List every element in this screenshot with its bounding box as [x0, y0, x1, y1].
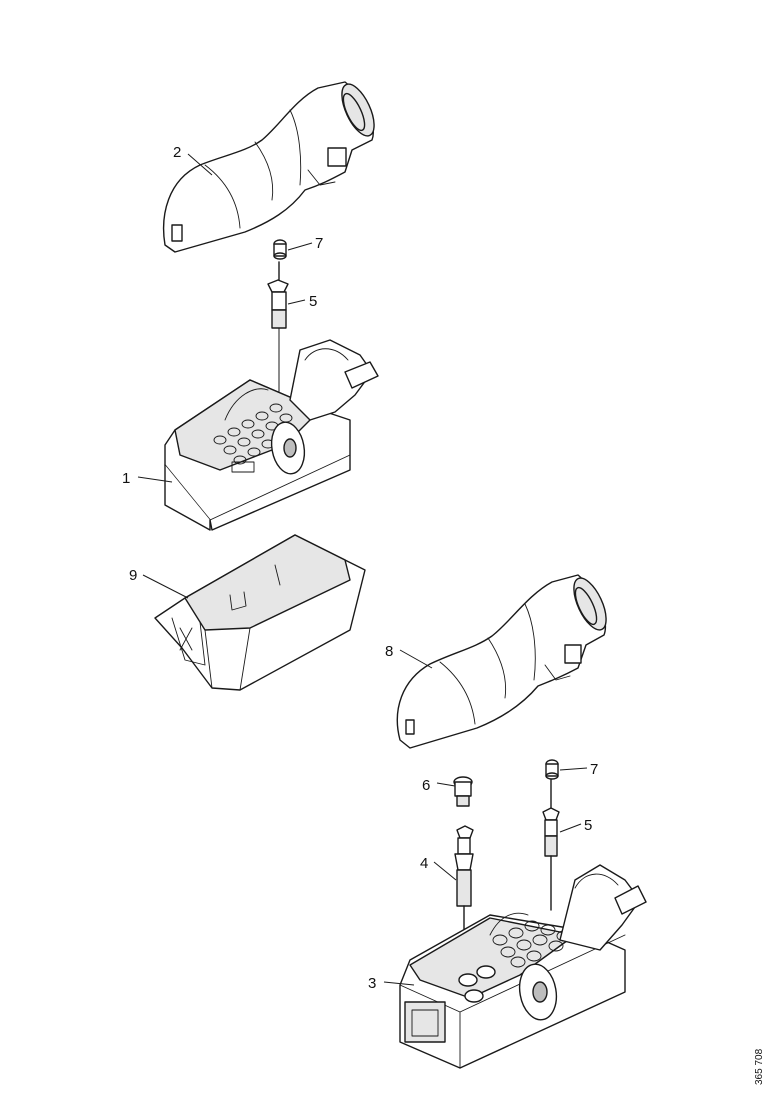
grommet-part-7-upper [273, 239, 287, 260]
callout-4: 4 [420, 855, 428, 872]
cavity-grid-lower [492, 920, 572, 968]
terminal-part-5-upper [267, 261, 289, 329]
plug-part-6 [453, 776, 473, 807]
callout-5-lower: 5 [584, 817, 592, 834]
callout-3: 3 [368, 975, 376, 992]
grommet-part-7-lower [545, 759, 559, 780]
callout-8: 8 [385, 643, 393, 660]
tray-part-9 [154, 534, 366, 691]
housing-part-3 [399, 864, 647, 1069]
callout-9: 9 [129, 567, 137, 584]
callout-labels: 1 2 7 5 9 8 6 7 5 4 3 [122, 144, 598, 992]
callout-2: 2 [173, 144, 181, 161]
cover-part-2 [162, 81, 375, 253]
terminal-part-4 [454, 825, 474, 946]
callout-7-upper: 7 [315, 235, 323, 252]
callout-7-lower: 7 [590, 761, 598, 778]
terminal-part-5-lower [542, 779, 560, 911]
cavity-grid [213, 403, 293, 465]
document-reference-number: 365 708 [754, 1048, 765, 1085]
housing-part-1 [164, 339, 379, 531]
cover-part-8 [396, 574, 607, 749]
callout-6: 6 [422, 777, 430, 794]
callout-1: 1 [122, 470, 130, 487]
callout-5-upper: 5 [309, 293, 317, 310]
leader-lines [137, 153, 588, 986]
